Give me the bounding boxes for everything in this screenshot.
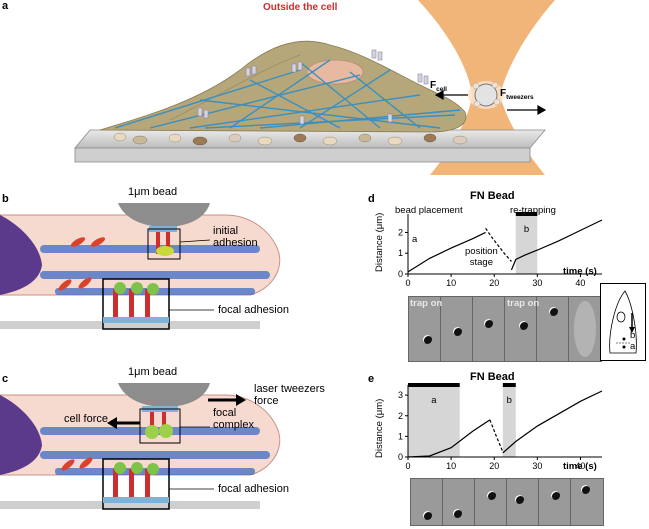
nucleus-b: [0, 215, 42, 295]
force-arrows-c: [107, 394, 246, 429]
chart-d-region-a-label: a: [412, 234, 418, 245]
panel-e-xlabel: time (s): [563, 461, 597, 472]
panel-d-re-trapping: re-trapping: [510, 205, 556, 216]
panel-d-xlabel: time (s): [563, 266, 597, 277]
panel-d-title: FN Bead: [470, 190, 515, 202]
panel-e-frame-4: [506, 478, 540, 526]
chart-d-series-b: [510, 219, 603, 271]
panel-d-frame-4: [504, 296, 538, 362]
chart-e-series-b: [502, 390, 603, 454]
chart-d-shaded_region_b: [515, 216, 538, 274]
panel-e-frame-1: [410, 478, 444, 526]
panel-d-frame-1: [408, 296, 442, 362]
chart-e-x-tick-label: 30: [532, 461, 542, 471]
chart-d-x-tick-label: 40: [575, 278, 585, 288]
panel-d-trap-on-2: trap on: [507, 298, 540, 309]
initial-adhesion-box: [147, 228, 181, 260]
chart-e-series-a: [407, 419, 491, 458]
panel-a-outside-label: Outside the cell: [263, 2, 338, 13]
f-cell-label: Fcell: [430, 80, 447, 93]
chart-e-shaded_region_a-label: a: [431, 395, 437, 406]
panel-e-chart: a b 0 10 20 30 40 0 1 2 3: [398, 383, 603, 471]
panel-b-letter: b: [2, 193, 9, 205]
chart-d-x-tick-label: 20: [489, 278, 499, 288]
nucleus-c: [0, 395, 42, 475]
chart-e-x-tick-label: 10: [446, 461, 456, 471]
chart-d-series-dashed: [485, 227, 512, 262]
chart-e-shaded_region_a: [408, 387, 460, 457]
panel-b-bead-label: 1μm bead: [128, 186, 178, 198]
panel-b-illustration: [0, 203, 281, 330]
surface-receptors: [197, 49, 429, 125]
focal-complex-box: [139, 408, 181, 444]
panel-d-trap-on-1: trap on: [410, 298, 443, 309]
trapped-bead: [472, 81, 501, 108]
actin-network: [114, 59, 461, 129]
chart-e-shaded_region_b-bar: [502, 383, 516, 387]
focal-adhesion-box: [102, 278, 170, 330]
panel-d-frame-3: [472, 296, 506, 362]
chart-e-shaded_region_b: [502, 387, 516, 457]
chart-e-x-tick-label: 0: [405, 461, 410, 471]
panel-e-title: FN Bead: [470, 371, 515, 383]
chart-e-y-tick-label: 2: [398, 411, 403, 421]
panel-d-bead-placement: bead placement: [395, 205, 463, 216]
bead-b: [118, 203, 210, 227]
adhesion-proteins: [113, 132, 468, 146]
chart-d-x-tick-label: 30: [532, 278, 542, 288]
panel-d-letter: d: [368, 193, 375, 205]
chart-d-x-tick-label: 0: [405, 278, 410, 288]
panel-e-frame-3: [474, 478, 508, 526]
chart-d-x-tick-label: 10: [446, 278, 456, 288]
chart-d-y-tick-label: 1: [398, 248, 403, 258]
panel-d-frame-6: [568, 296, 602, 362]
f-tweezers-label: Ftweezers: [500, 88, 534, 101]
focal-adhesion-box-c: [102, 458, 170, 510]
panel-c-letter: c: [2, 373, 9, 385]
panel-c-bead-label: 1μm bead: [128, 366, 178, 378]
chart-e-x-tick-label: 20: [489, 461, 499, 471]
panel-c-illustration: [0, 383, 281, 510]
panel-d-frame-5: [536, 296, 570, 362]
chart-d-shaded_region_b-label: b: [524, 224, 529, 235]
chart-d-y-tick-label: 2: [398, 227, 403, 237]
chart-e-y-tick-label: 3: [398, 390, 403, 400]
chart-e-y-tick-label: 0: [398, 452, 403, 462]
chart-e-x-tick-label: 40: [575, 461, 585, 471]
force-arrows: [434, 89, 547, 116]
panel-d-inset: [600, 283, 646, 361]
panel-e-frame-2: [442, 478, 476, 526]
panel-c-focal-adhesion: focal adhesion: [218, 483, 289, 495]
panel-c-cell-force: cell force: [64, 413, 109, 425]
chart-e-shaded_region_b-label: b: [507, 395, 512, 406]
panel-d-chart: b a 0 10 20 30 40 0 1 2: [398, 212, 603, 288]
panel-a-letter: a: [2, 0, 9, 12]
panel-e-frame-6: [570, 478, 604, 526]
panel-e-letter: e: [368, 373, 375, 385]
bead-c: [118, 383, 210, 407]
chart-e-shaded_region_a-bar: [408, 383, 460, 387]
panel-e-frame-5: [538, 478, 572, 526]
panel-d-frame-2: [440, 296, 474, 362]
panel-a-illustration: [74, 0, 555, 175]
chart-d-y-tick-label: 0: [398, 269, 403, 279]
cell-body: [99, 40, 467, 133]
chart-e-series-dashed: [489, 419, 504, 453]
panel-b-focal-adhesion: focal adhesion: [218, 304, 289, 316]
chart-d-shaded_region_b-bar: [515, 212, 538, 216]
nucleus: [306, 59, 364, 85]
chart-d-series-a: [407, 231, 486, 273]
chart-e-y-tick-label: 1: [398, 431, 403, 441]
myosin-b: [58, 237, 106, 291]
